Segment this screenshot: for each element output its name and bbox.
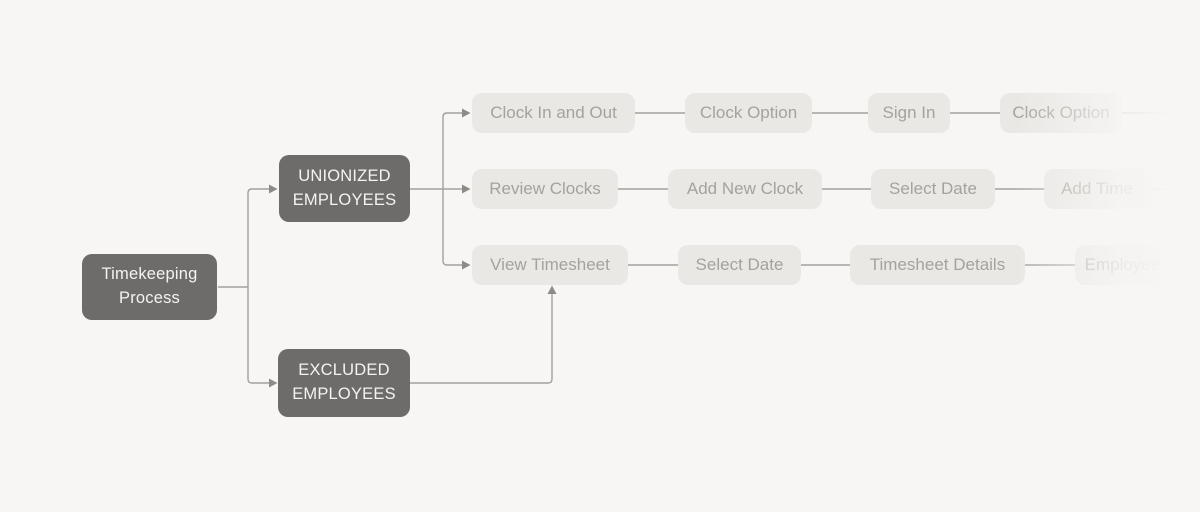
node-clock-option-1[interactable]: Clock Option	[685, 93, 812, 133]
arrowhead-to-clock-in-and-out	[462, 108, 471, 118]
node-clock-in-and-out[interactable]: Clock In and Out	[472, 93, 635, 133]
node-timesheet-details[interactable]: Timesheet Details	[850, 245, 1025, 285]
arrowhead-up-to-view-timesheet	[547, 285, 557, 294]
node-unionized-employees[interactable]: UNIONIZED EMPLOYEES	[279, 155, 410, 222]
node-sign-in[interactable]: Sign In	[868, 93, 950, 133]
node-select-date-2[interactable]: Select Date	[678, 245, 801, 285]
node-select-date-1[interactable]: Select Date	[871, 169, 995, 209]
node-add-time[interactable]: Add Time	[1044, 169, 1150, 209]
node-employee-name[interactable]: Employee Name	[1075, 245, 1200, 285]
node-add-new-clock[interactable]: Add New Clock	[668, 169, 822, 209]
node-review-clocks[interactable]: Review Clocks	[472, 169, 618, 209]
arrowhead-to-view-timesheet	[462, 260, 471, 270]
arrowhead-to-unionized	[269, 184, 278, 194]
node-view-timesheet[interactable]: View Timesheet	[472, 245, 628, 285]
arrowhead-to-review-clocks	[462, 184, 471, 194]
node-clock-option-2[interactable]: Clock Option	[1000, 93, 1122, 133]
node-timekeeping-process[interactable]: Timekeeping Process	[82, 254, 217, 320]
arrowhead-to-excluded	[269, 378, 278, 388]
connector-excluded-to-view-timesheet	[410, 285, 557, 384]
node-excluded-employees[interactable]: EXCLUDED EMPLOYEES	[278, 349, 410, 417]
connector-root-to-branches	[218, 184, 278, 388]
connector-unionized-to-flows	[410, 108, 471, 270]
